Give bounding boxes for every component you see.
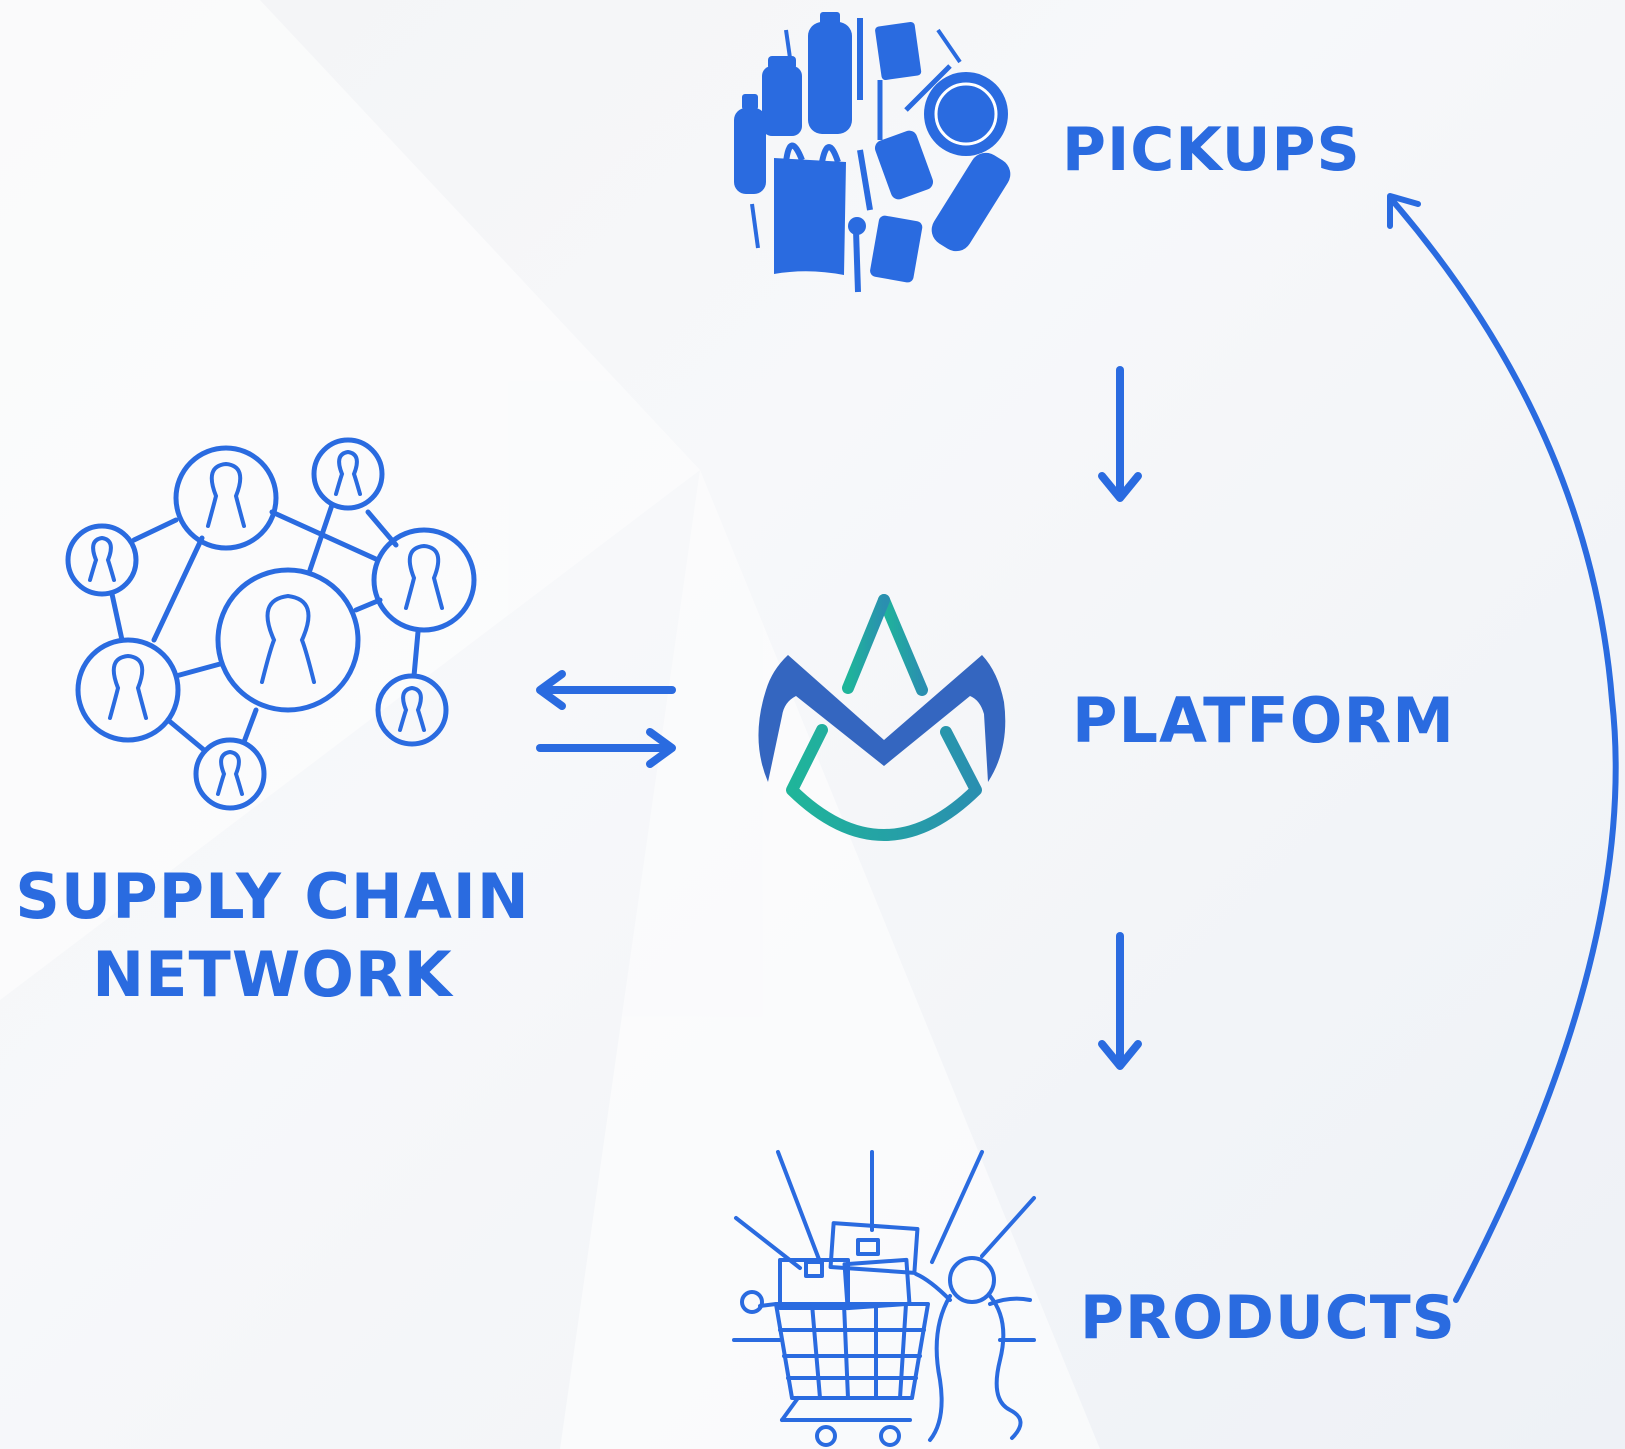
plastic-waste-icon bbox=[734, 12, 1011, 293]
arrow-curve-products-to-pickups bbox=[1387, 193, 1619, 1303]
supply-chain-label-line2: NETWORK bbox=[92, 938, 453, 1011]
supply-chain-label-line1: SUPPLY CHAIN bbox=[15, 860, 530, 933]
arrow-down-platform-to-products bbox=[1098, 932, 1142, 1070]
arrow-down-pickups-to-platform bbox=[1098, 366, 1142, 502]
products-label: PRODUCTS bbox=[1080, 1283, 1456, 1353]
background-decoration bbox=[0, 0, 1100, 1449]
platform-logo-icon bbox=[758, 594, 1006, 841]
platform-label: PLATFORM bbox=[1072, 684, 1455, 757]
shopping-cart-icon bbox=[732, 1150, 1036, 1447]
pickups-label: PICKUPS bbox=[1062, 115, 1361, 185]
supply-chain-network-label: SUPPLY CHAIN NETWORK bbox=[0, 858, 545, 1014]
arrow-exchange-network-platform bbox=[536, 670, 676, 768]
people-network-icon bbox=[65, 437, 477, 811]
